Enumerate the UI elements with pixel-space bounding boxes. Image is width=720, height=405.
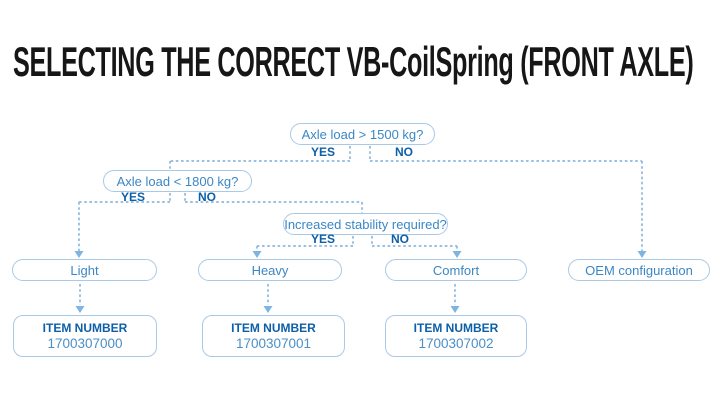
branch-label-yes-1: YES: [310, 145, 335, 159]
connector-light-to-item: [75, 284, 85, 313]
decision-question: Axle load < 1800 kg?: [116, 173, 239, 189]
outcome-pill-oem-configuration: OEM configuration: [568, 259, 710, 281]
outcome-label: OEM configuration: [585, 262, 693, 278]
item-number-value: 1700307000: [47, 335, 123, 351]
connector-heavy-to-item: [263, 284, 273, 313]
item-number-value: 1700307001: [235, 335, 312, 351]
page-title: SELECTING THE CORRECT VB-CoilSpring (FRO…: [13, 38, 694, 85]
outcome-pill-light: Light: [12, 259, 157, 281]
outcome-pill-heavy: Heavy: [198, 259, 342, 281]
branch-label-no-1: NO: [395, 145, 413, 159]
item-number-value: 1700307002: [418, 335, 494, 351]
decision-pill-stability: Increased stability required?: [283, 213, 448, 235]
branch-label-yes-3: YES: [310, 232, 335, 246]
item-number-label: ITEM NUMBER: [42, 320, 128, 335]
decision-question: Axle load > 1500 kg?: [301, 126, 424, 142]
branch-label-no-2: NO: [198, 190, 216, 204]
decision-question: Increased stability required?: [284, 216, 447, 232]
item-number-label: ITEM NUMBER: [231, 320, 316, 335]
decision-pill-axle-load-1800: Axle load < 1800 kg?: [103, 170, 252, 192]
branch-label-no-3: NO: [391, 232, 409, 246]
outcome-label: Comfort: [432, 262, 480, 278]
outcome-label: Heavy: [251, 262, 289, 278]
connector-comfort-to-item: [450, 284, 460, 313]
item-box-comfort: ITEM NUMBER 1700307002: [385, 315, 527, 357]
branch-label-yes-2: YES: [120, 190, 145, 204]
outcome-pill-comfort: Comfort: [385, 259, 527, 281]
outcome-label: Light: [70, 262, 99, 278]
decision-pill-axle-load-1500: Axle load > 1500 kg?: [290, 123, 435, 145]
item-box-heavy: ITEM NUMBER 1700307001: [202, 315, 345, 357]
item-box-light: ITEM NUMBER 1700307000: [13, 315, 157, 357]
item-number-label: ITEM NUMBER: [413, 320, 499, 335]
